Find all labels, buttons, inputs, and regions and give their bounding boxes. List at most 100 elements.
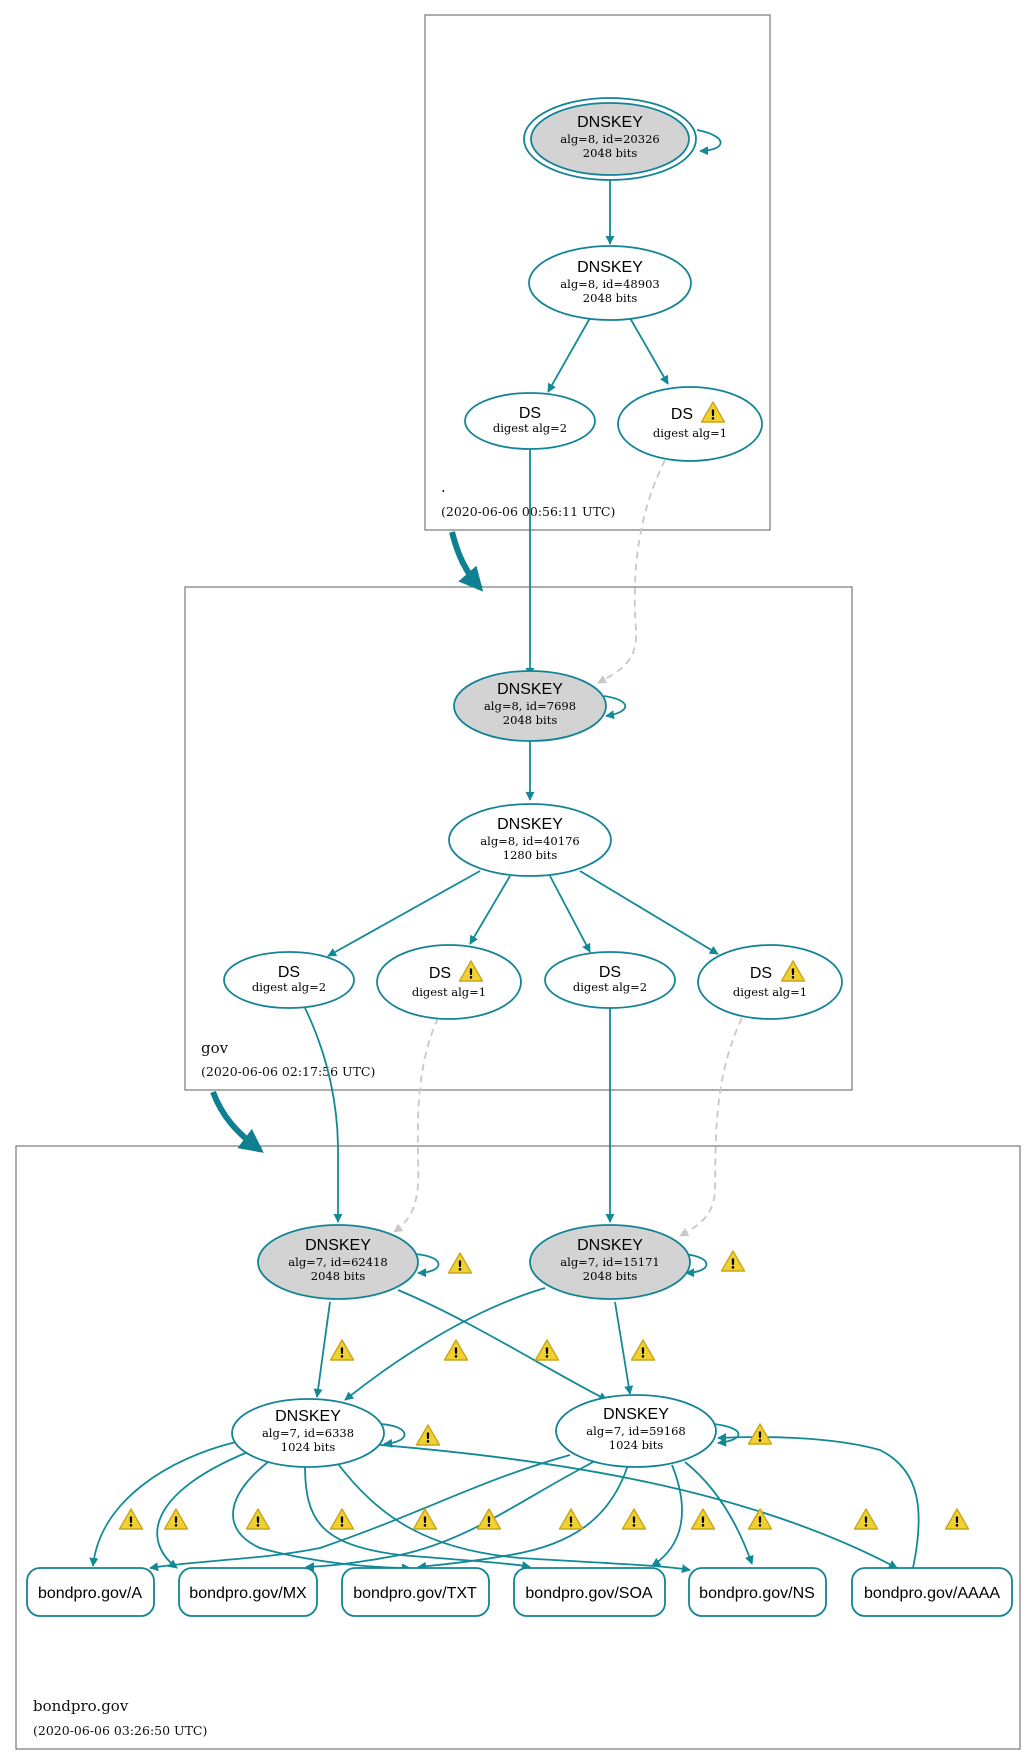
root-ksk-ellipse (530, 102, 690, 176)
bp-ksk1-self-edge (413, 1253, 440, 1278)
bp-zsk2-ellipse (555, 1394, 717, 1468)
rrset-aaaa-label: bondpro.gov/AAAA (864, 1585, 1000, 1602)
gov-ds-d-to-bp-ksk2-dashed-edge (679, 1017, 743, 1237)
root-ds1-digest: digest alg=1 (653, 426, 727, 440)
root-ds2-node[interactable]: DS digest alg=2 (464, 392, 596, 450)
bp-ksk1-node[interactable]: DNSKEY alg=7, id=62418 2048 bits (257, 1224, 419, 1300)
gov-ksk-title: DNSKEY (497, 681, 563, 698)
rrset-mx-node[interactable]: bondpro.gov/MX (178, 1567, 318, 1617)
gov-ds-c-ellipse (544, 951, 676, 1009)
gov-ds-a-digest: digest alg=2 (252, 980, 326, 994)
gov-ds-b-digest: digest alg=1 (412, 985, 486, 999)
bp-zsk2-to-txt-edge (417, 1464, 629, 1571)
rrset-mx-label: bondpro.gov/MX (189, 1585, 307, 1602)
bp-ksk2-node[interactable]: DNSKEY alg=7, id=15171 2048 bits (529, 1224, 691, 1300)
zone-root-timestamp: (2020-06-06 00:56:11 UTC) (441, 504, 615, 519)
bp-ksk2-to-zsk2-edge (614, 1301, 634, 1395)
gov-ds-d-node[interactable]: DS digest alg=1 (697, 944, 843, 1020)
rrset-ns-box (688, 1567, 827, 1617)
gov-ksk-node[interactable]: DNSKEY alg=8, id=7698 2048 bits (453, 670, 607, 742)
gov-ksk-ellipse (453, 670, 607, 742)
root-ds1-node[interactable]: DS digest alg=1 (617, 386, 763, 462)
bp-zsk2-to-soa-edge (651, 1464, 683, 1567)
rrset-mx-box (178, 1567, 318, 1617)
gov-ksk-alg: alg=8, id=7698 (484, 699, 576, 713)
root-zsk-alg: alg=8, id=48903 (560, 277, 659, 291)
root-ds1-to-gov-ksk-dashed-edge (597, 459, 666, 684)
rrset-aaaa-node[interactable]: bondpro.gov/AAAA (851, 1567, 1013, 1617)
bp-zsk2-node[interactable]: DNSKEY alg=7, id=59168 1024 bits (555, 1394, 717, 1468)
gov-ds-a-to-bp-ksk1-edge (304, 1007, 343, 1223)
bp-ksk1-ellipse (257, 1224, 419, 1300)
gov-ds-a-node[interactable]: DS digest alg=2 (223, 951, 355, 1009)
bp-zsk1-to-aaaa-edge (379, 1444, 898, 1569)
root-zsk-node[interactable]: DNSKEY alg=8, id=48903 2048 bits (528, 245, 692, 321)
bp-ksk1-bits: 2048 bits (311, 1269, 366, 1283)
bp-zsk1-to-mx-edge (156, 1451, 249, 1569)
gov-zsk-alg: alg=8, id=40176 (480, 834, 579, 848)
root-zsk-title: DNSKEY (577, 259, 643, 276)
delegation-gov-bondpro-arrow (210, 1090, 264, 1153)
rrset-a-box (26, 1567, 155, 1617)
bp-zsk1-title: DNSKEY (275, 1408, 341, 1425)
gov-zsk-node[interactable]: DNSKEY alg=8, id=40176 1280 bits (448, 803, 612, 877)
rrset-a-node[interactable]: bondpro.gov/A (26, 1567, 155, 1617)
root-ksk-title: DNSKEY (577, 114, 643, 131)
rrset-txt-box (341, 1567, 490, 1617)
gov-zsk-to-ds-a-edge (327, 870, 481, 957)
rrset-ns-label: bondpro.gov/NS (699, 1585, 815, 1602)
root-ds2-title: DS (519, 405, 541, 422)
root-ds1-title: DS (671, 406, 693, 423)
gov-zsk-to-ds-b-edge (469, 875, 511, 945)
bp-ksk2-bits: 2048 bits (583, 1269, 638, 1283)
root-ksk-outer-ring (523, 97, 697, 181)
zone-bondpro-box (15, 1145, 1021, 1750)
rrset-soa-label: bondpro.gov/SOA (525, 1585, 653, 1602)
bp-ksk2-ellipse (529, 1224, 691, 1300)
root-ksk-node[interactable]: DNSKEY alg=8, id=20326 2048 bits (523, 97, 697, 181)
bp-ksk2-title: DNSKEY (577, 1237, 643, 1254)
rrset-ns-node[interactable]: bondpro.gov/NS (688, 1567, 827, 1617)
bp-zsk1-to-txt-edge (232, 1461, 411, 1573)
bp-ksk2-alg: alg=7, id=15171 (560, 1255, 659, 1269)
rrset-txt-node[interactable]: bondpro.gov/TXT (341, 1567, 490, 1617)
bp-zsk2-to-a-edge (149, 1454, 571, 1572)
bp-ksk1-title: DNSKEY (305, 1237, 371, 1254)
zone-bondpro-timestamp: (2020-06-06 03:26:50 UTC) (33, 1723, 207, 1738)
gov-ksk-bits: 2048 bits (503, 713, 558, 727)
root-zsk-ellipse (528, 245, 692, 321)
bp-ksk1-to-zsk2-edge (397, 1289, 608, 1401)
root-ksk-bits: 2048 bits (583, 146, 638, 160)
bp-zsk1-node[interactable]: DNSKEY alg=7, id=6338 1024 bits (231, 1398, 385, 1468)
gov-ds-a-ellipse (223, 951, 355, 1009)
gov-ds-c-title: DS (599, 964, 621, 981)
bp-zsk1-self-edge (379, 1423, 406, 1448)
bp-ksk1-to-zsk1-edge (313, 1301, 331, 1398)
root-zsk-to-ds1-edge (629, 317, 669, 385)
bp-ksk2-to-zsk1-edge (344, 1287, 546, 1401)
root-zsk-bits: 2048 bits (583, 291, 638, 305)
delegation-root-gov-arrow (449, 531, 484, 592)
root-zsk-to-ds2-edge (547, 317, 591, 393)
bp-ksk2-self-edge (681, 1253, 708, 1278)
zone-gov-timestamp: (2020-06-06 02:17:56 UTC) (201, 1064, 375, 1079)
bp-zsk1-to-a-edge (89, 1441, 237, 1567)
gov-ds-b-node[interactable]: DS digest alg=1 (376, 944, 522, 1020)
gov-ds-c-digest: digest alg=2 (573, 980, 647, 994)
gov-zsk-bits: 1280 bits (503, 848, 558, 862)
zone-root-name: . (441, 478, 446, 496)
root-ds1-ellipse (617, 386, 763, 462)
root-ds2-ellipse (464, 392, 596, 450)
zone-gov-name: gov (201, 1039, 229, 1057)
gov-zsk-title: DNSKEY (497, 816, 563, 833)
gov-ds-c-node[interactable]: DS digest alg=2 (544, 951, 676, 1009)
rrset-soa-node[interactable]: bondpro.gov/SOA (513, 1567, 666, 1617)
gov-ksk-self-edge (603, 695, 626, 720)
root-ds2-digest: digest alg=2 (493, 421, 567, 435)
rrset-soa-box (513, 1567, 666, 1617)
rrset-aaaa-box (851, 1567, 1013, 1617)
zone-bondpro-name: bondpro.gov (33, 1697, 129, 1715)
zone-bondpro: bondpro.gov (2020-06-06 03:26:50 UTC) (15, 1145, 1021, 1750)
rrset-txt-label: bondpro.gov/TXT (353, 1585, 477, 1602)
